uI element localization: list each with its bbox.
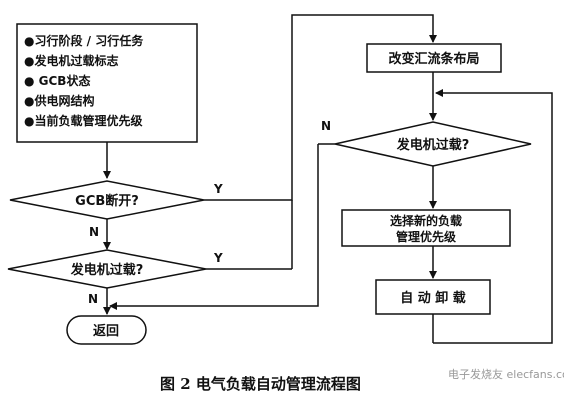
arrow-line [433,89,553,344]
select-priority-box [341,209,511,247]
input-item: ●发电机过载标志 [24,53,118,68]
auto-unload-box [375,279,491,315]
no-label: N [89,225,99,239]
yes-label: Y [213,251,223,265]
select-priority-label-line1: 选择新的负载 [390,213,462,228]
no-label: N [321,119,331,133]
watermark: 电子发烧友 elecfans.com [448,367,564,381]
arrow-line [204,14,437,201]
change-bus-layout-box [366,43,502,73]
arrow-line [109,144,319,310]
yes-label: Y [213,182,223,196]
return-label: 返回 [93,324,119,339]
change-bus-layout-label: 改变汇流条布局 [388,51,479,67]
input-item: ●当前负载管理优先级 [24,113,142,128]
decision-gcb-open-label: GCB断开? [75,193,139,209]
auto-unload-label: 自 动 卸 载 [400,290,466,306]
decision-generator-overload-left-label: 发电机过载? [70,262,144,278]
decision-generator-overload-right [334,121,532,167]
figure-caption: 图 2 电气负载自动管理流程图 [160,375,361,393]
return-terminator [66,315,147,345]
no-label: N [88,292,98,306]
select-priority-label-line2: 管理优先级 [396,229,456,244]
decision-generator-overload-right-label: 发电机过载? [396,137,470,153]
input-box [16,23,198,143]
input-item: ●供电网结构 [24,93,94,108]
input-item: ●习行阶段 / 习行任务 [24,33,144,48]
input-item: ● GCB状态 [24,73,90,88]
